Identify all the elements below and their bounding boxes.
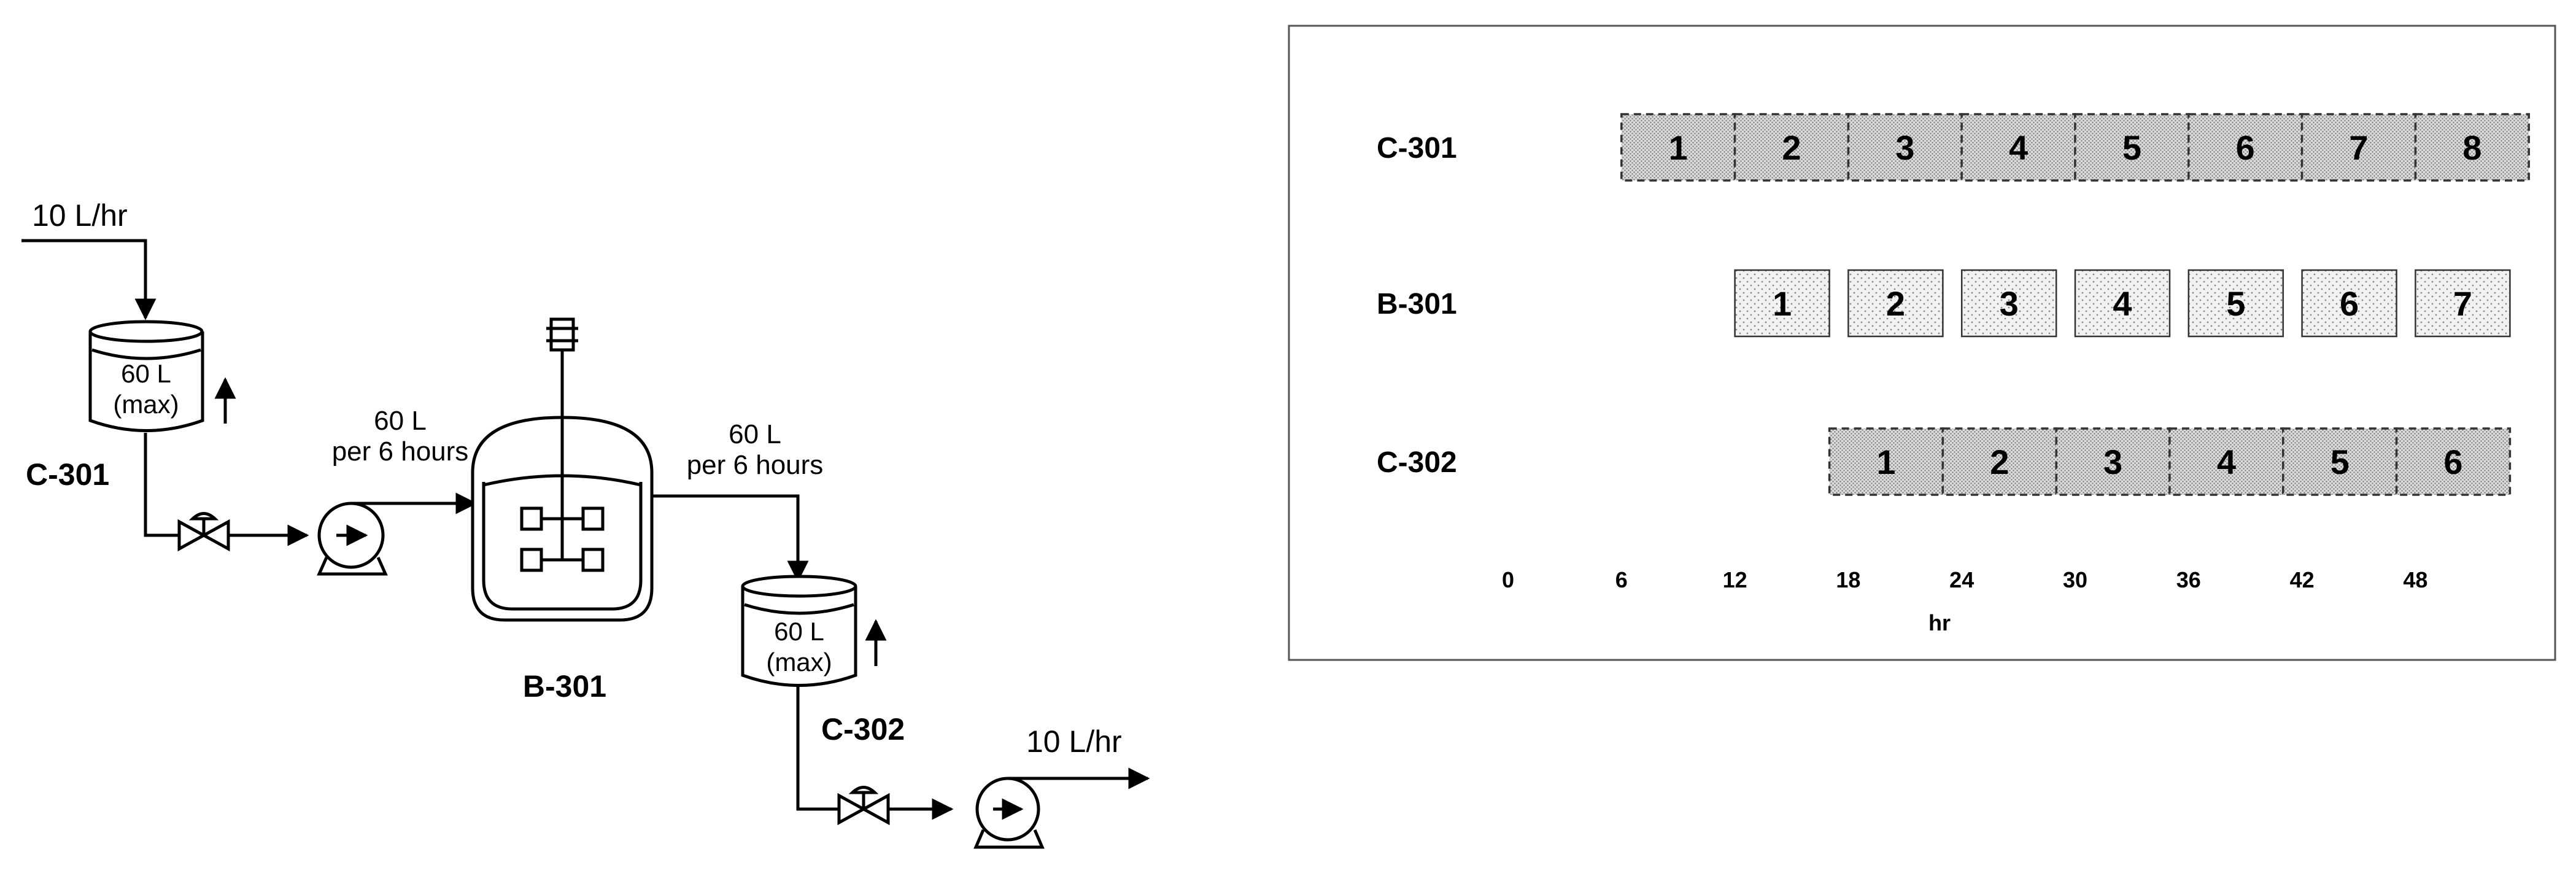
- c302-capacity: 60 L: [774, 617, 824, 646]
- batch-number-label: 7: [2349, 128, 2368, 167]
- batch-number-label: 1: [1876, 443, 1895, 481]
- batch-number-label: 1: [1773, 284, 1792, 323]
- batch-bar: [2055, 427, 2171, 496]
- b301-reactor: [471, 317, 654, 622]
- axis-tick-label: 18: [1836, 567, 1860, 592]
- batch-bar: [1941, 427, 2057, 496]
- valve-2: [837, 786, 890, 826]
- batch-bar: [2415, 269, 2511, 338]
- batch-bar: [2395, 427, 2512, 496]
- pump-2: [973, 777, 1045, 849]
- transfer-in-line2: per 6 hours: [332, 436, 469, 467]
- batch-number-label: 6: [2236, 128, 2255, 167]
- batch-bar: [2187, 113, 2303, 182]
- batch-bar: [1734, 269, 1830, 338]
- c301-capacity-note: (max): [113, 390, 179, 419]
- batch-bar: [2074, 269, 2171, 338]
- batch-number-label: 2: [1990, 443, 2009, 481]
- batch-bar: [2282, 427, 2398, 496]
- axis-unit-label: hr: [1928, 610, 1951, 635]
- c301-outlet-line: [144, 433, 179, 537]
- axis-tick-label: 36: [2176, 567, 2201, 592]
- c302-label: C-302: [821, 712, 905, 746]
- batch-bar: [1960, 269, 2057, 338]
- batch-number-label: 1: [1669, 128, 1688, 167]
- transfer-out-line2: per 6 hours: [687, 450, 824, 480]
- pump-1: [317, 502, 388, 576]
- batch-number-label: 3: [2103, 443, 2122, 481]
- batch-number-label: 4: [2009, 128, 2028, 167]
- inlet-flow-label: 10 L/hr: [32, 198, 128, 233]
- batch-number-label: 2: [1782, 128, 1801, 167]
- c302-outlet-line: [796, 686, 839, 811]
- batch-bar: [1847, 113, 1963, 182]
- process-flow-diagram: 10 L/hr 60 L (max) C-301 60 L: [21, 198, 1150, 849]
- c301-capacity: 60 L: [121, 359, 171, 388]
- batch-bar: [2187, 269, 2284, 338]
- c301-tank: 60 L (max): [88, 320, 204, 432]
- batch-number-label: 5: [2330, 443, 2350, 481]
- schedule-row-label: C-301: [1377, 132, 1457, 165]
- batch-bar: [2074, 113, 2190, 182]
- batch-number-label: 3: [1895, 128, 1914, 167]
- batch-number-label: 5: [2226, 284, 2245, 323]
- schedule-row-label: C-302: [1377, 446, 1457, 479]
- batch-bar: [1847, 269, 1944, 338]
- schedule-row-b-301: B-301 1 2 3 4 5 6 7: [1377, 269, 2511, 338]
- inlet-line: [21, 239, 157, 320]
- batch-number-label: 8: [2462, 128, 2481, 167]
- outlet-flow-label: 10 L/hr: [1026, 724, 1122, 759]
- axis-tick-label: 12: [1723, 567, 1747, 592]
- b301-label: B-301: [523, 669, 606, 704]
- batch-bar: [2301, 269, 2397, 338]
- reactor-to-c302-line: [652, 494, 809, 583]
- axis-tick-label: 24: [1949, 567, 1974, 592]
- batch-bar: [1828, 427, 1944, 496]
- c301-label: C-301: [26, 457, 109, 492]
- axis-tick-label: 30: [2063, 567, 2087, 592]
- batch-number-label: 4: [2113, 284, 2132, 323]
- batch-number-label: 7: [2453, 284, 2472, 323]
- schedule-row-c-301: C-301 1 2 3 4 5 6 7 8: [1377, 113, 2530, 182]
- transfer-in-line1: 60 L: [374, 406, 427, 436]
- axis-tick-label: 48: [2403, 567, 2427, 592]
- schedule-row-label: B-301: [1377, 288, 1457, 320]
- batch-bar: [2414, 113, 2530, 182]
- c302-tank: 60 L (max): [741, 575, 857, 687]
- batch-bar: [1620, 113, 1736, 182]
- axis-tick-label: 42: [2290, 567, 2315, 592]
- batch-bar: [1960, 113, 2076, 182]
- c302-capacity-note: (max): [766, 648, 832, 676]
- batch-number-label: 6: [2340, 284, 2359, 323]
- batch-number-label: 2: [1886, 284, 1905, 323]
- batch-bar: [2168, 427, 2284, 496]
- batch-number-label: 4: [2217, 443, 2236, 481]
- batch-bar: [1733, 113, 1850, 182]
- axis-tick-label: 0: [1502, 567, 1514, 592]
- axis-tick-label: 6: [1615, 567, 1628, 592]
- batch-number-label: 3: [2000, 284, 2019, 323]
- batch-bar: [2300, 113, 2417, 182]
- batch-number-label: 5: [2122, 128, 2141, 167]
- batch-number-label: 6: [2443, 443, 2462, 481]
- schedule-row-c-302: C-302 1 2 3 4 5 6: [1377, 427, 2512, 496]
- valve-1: [177, 512, 230, 552]
- transfer-out-line1: 60 L: [729, 419, 781, 449]
